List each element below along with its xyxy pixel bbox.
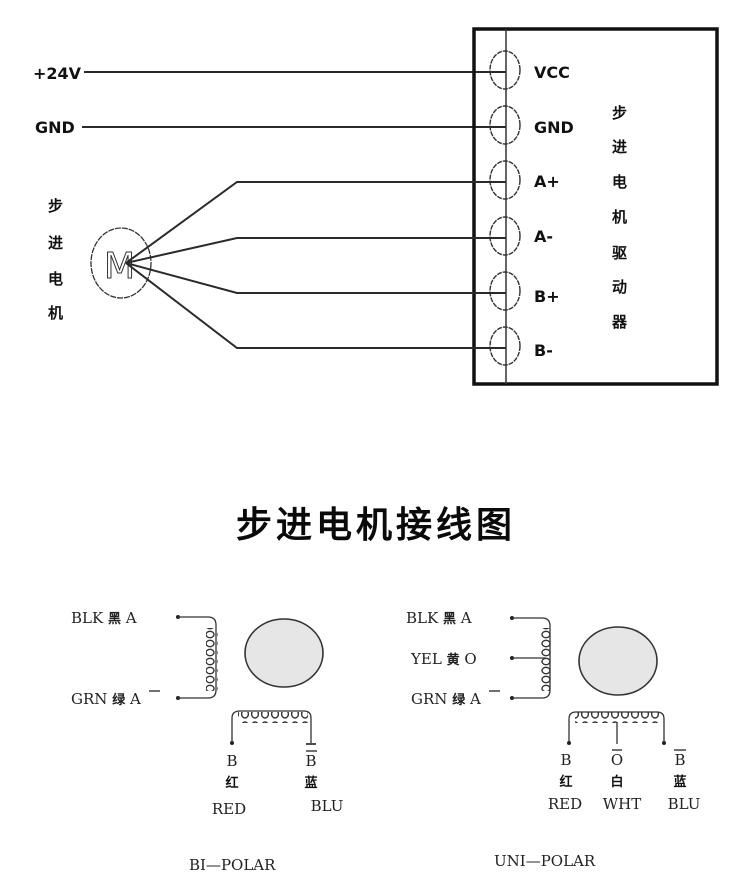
terminal-b-minus-label: B-	[534, 341, 553, 360]
bipolar-b-phase: B	[226, 752, 237, 770]
lead-a-minus	[125, 237, 491, 264]
unipolar-b-color-en: RED	[548, 795, 582, 813]
terminal-a-minus-label: A-	[534, 227, 553, 246]
unipolar-coil-b	[575, 712, 660, 723]
terminal-a-minus: A-	[489, 216, 553, 256]
unipolar-o-color-en: WHT	[603, 795, 642, 813]
unipolar-caption: UNI—POLAR	[494, 852, 596, 870]
motor-label-char: 电	[48, 270, 63, 288]
motor-label: 步 进 电 机	[48, 197, 63, 322]
unipolar-o-color-zh: 白	[610, 774, 623, 790]
terminal-gnd-label: GND	[534, 118, 574, 137]
motor-circle	[90, 227, 152, 299]
unipolar-bbar-color-zh: 蓝	[673, 774, 686, 790]
bipolar-bbar-phase: B	[305, 752, 316, 770]
driver-label-char: 驱	[612, 244, 627, 262]
unipolar-a-middle-label: YEL 黄 O	[410, 650, 477, 668]
terminal-gnd: GND	[489, 105, 574, 145]
unipolar-rotor	[578, 626, 658, 696]
motor-symbol: M	[90, 227, 152, 299]
bipolar-b-color-en: RED	[212, 800, 246, 818]
motor-label-char: 步	[48, 197, 63, 215]
unipolar-b-color-zh: 红	[559, 774, 572, 790]
bipolar-coil-b	[238, 712, 308, 723]
unipolar-a-bottom-label: GRN 绿 A	[411, 690, 481, 708]
motor-label-char: 进	[48, 234, 63, 252]
lead-b-minus	[125, 262, 491, 349]
terminal-b-plus-label: B+	[534, 287, 560, 306]
diagram-title: 步进电机接线图	[236, 505, 516, 546]
lead-a-plus	[125, 181, 491, 264]
driver-label-char: 电	[612, 173, 627, 191]
terminal-a-plus: A+	[489, 160, 560, 200]
driver-terminals: VCC GND A+ A- B+	[489, 50, 574, 366]
bipolar-bbar-color-zh: 蓝	[304, 775, 317, 791]
bipolar-a-top-label: BLK 黑 A	[71, 609, 137, 627]
bipolar-bbar-color-en: BLU	[311, 797, 344, 815]
power-supply-labels: +24V GND	[33, 64, 82, 137]
gnd-label: GND	[35, 118, 75, 137]
unipolar-b-phase: B	[560, 751, 571, 769]
driver-box	[472, 27, 719, 386]
bipolar-diagram: BLK 黑 A GRN 绿 A B 红 RED B 蓝 BLU BI—POLAR	[71, 609, 343, 874]
driver-label-char: 动	[612, 278, 627, 296]
terminal-b-minus: B-	[489, 326, 553, 366]
bipolar-rotor	[244, 618, 324, 688]
motor-leads	[125, 181, 491, 349]
unipolar-a-top-label: BLK 黑 A	[406, 609, 472, 627]
driver-label-char: 步	[612, 104, 627, 122]
bipolar-b-color-zh: 红	[225, 775, 238, 791]
bipolar-a-bottom-label: GRN 绿 A	[71, 690, 141, 708]
unipolar-bbar-color-en: BLU	[668, 795, 701, 813]
driver-label-char: 进	[612, 138, 627, 156]
unipolar-o-phase: O	[611, 751, 623, 769]
unipolar-coil-a	[540, 628, 552, 691]
driver-label: 步 进 电 机 驱 动 器	[611, 104, 628, 331]
terminal-b-plus: B+	[489, 271, 560, 311]
terminal-vcc: VCC	[489, 50, 570, 90]
terminal-a-plus-label: A+	[534, 172, 560, 191]
unipolar-diagram: BLK 黑 A YEL 黄 O GRN 绿 A B 红 RED O 白 WHT …	[406, 609, 700, 870]
terminal-vcc-label: VCC	[534, 63, 570, 82]
lead-b-plus	[125, 262, 491, 294]
driver-label-char: 机	[612, 208, 627, 226]
unipolar-bbar-phase: B	[674, 751, 685, 769]
bipolar-coil-b-wire	[231, 710, 312, 743]
bipolar-caption: BI—POLAR	[189, 856, 276, 874]
plus-24v-label: +24V	[33, 64, 82, 83]
bipolar-coil-a	[206, 628, 218, 691]
driver-label-char: 器	[611, 313, 628, 331]
motor-label-char: 机	[48, 304, 63, 322]
